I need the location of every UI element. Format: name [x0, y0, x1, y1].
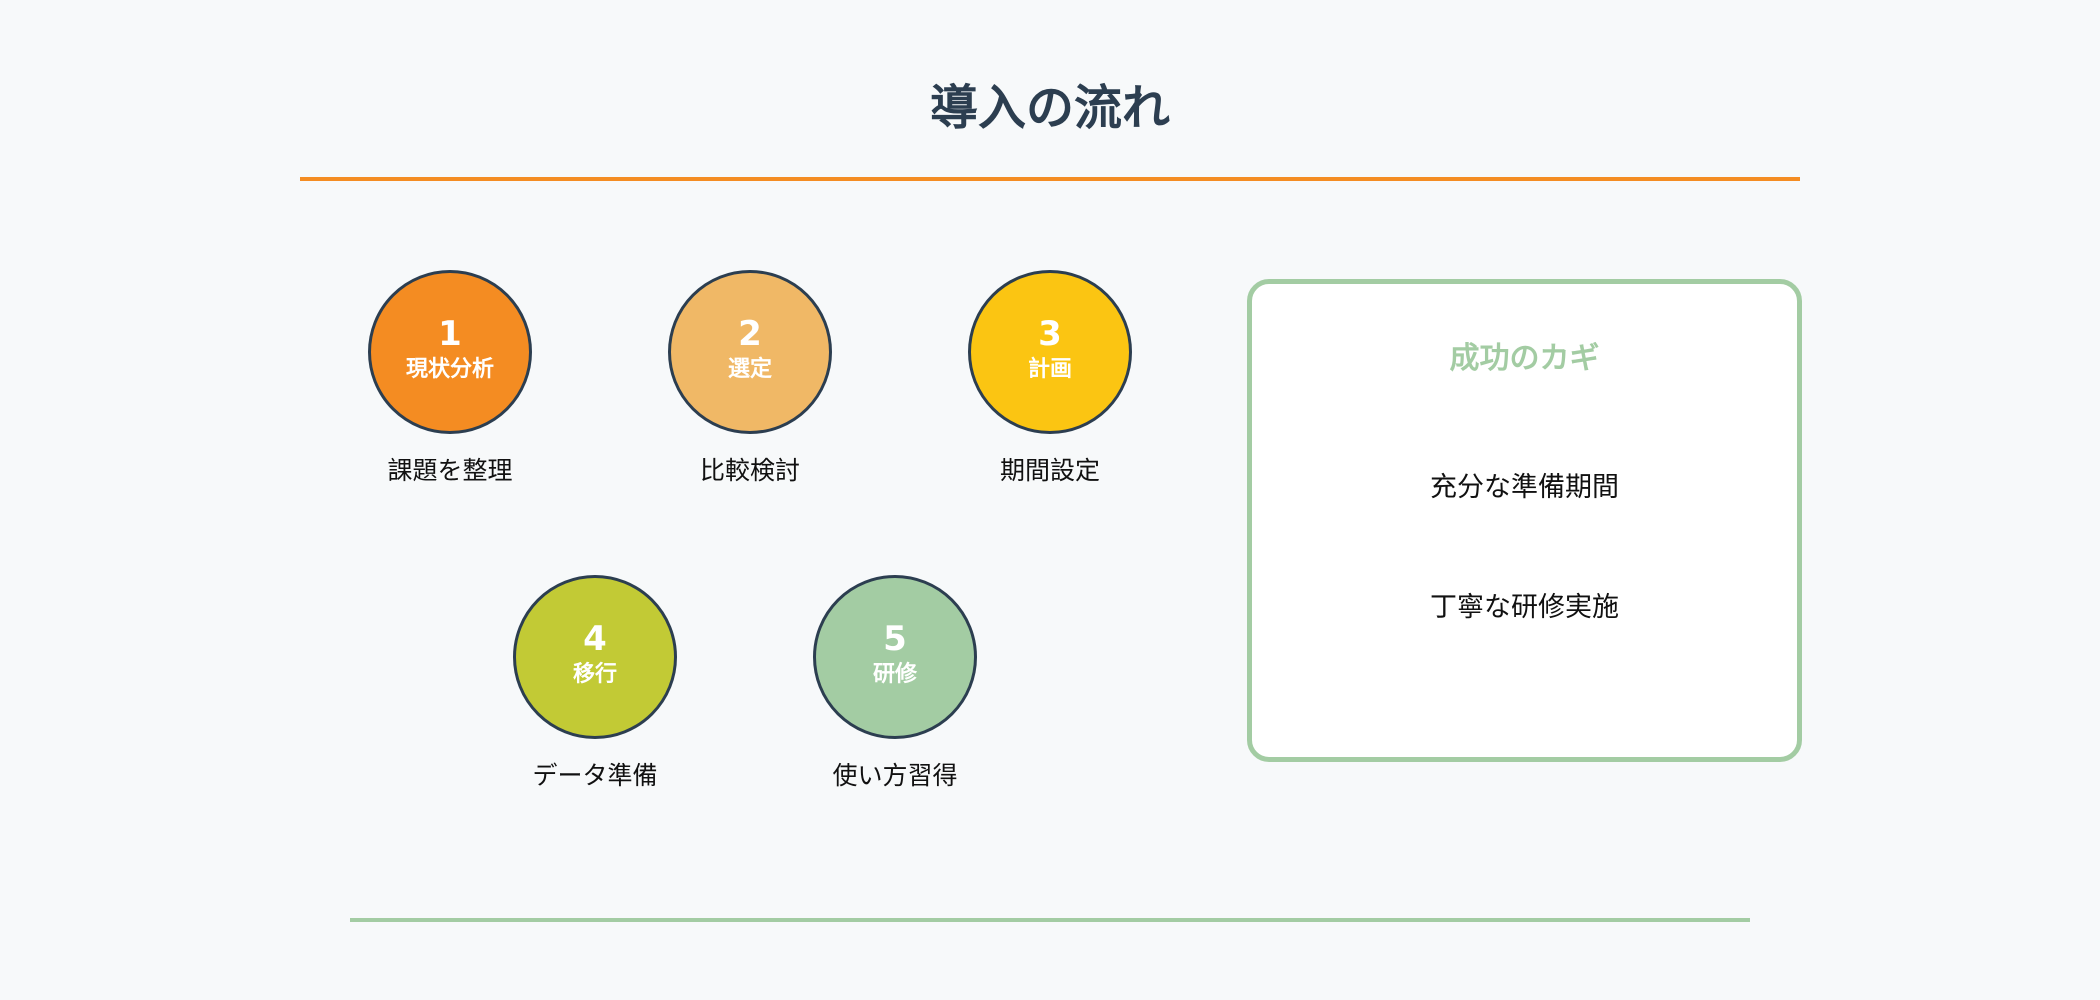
step-name: 計画	[1027, 357, 1072, 382]
step-circle: 4 移行	[513, 575, 677, 739]
step-circle: 5 研修	[813, 575, 977, 739]
step-5: 5 研修 使い方習得	[785, 575, 1005, 791]
key-point-item: 丁寧な研修実施	[1430, 592, 1619, 623]
step-3: 3 計画 期間設定	[940, 270, 1160, 486]
step-description: 使い方習得	[832, 761, 958, 790]
step-number: 5	[883, 619, 907, 659]
step-description: 比較検討	[699, 456, 800, 485]
key-points-card: 成功のカギ 充分な準備期間 丁寧な研修実施	[1247, 279, 1802, 762]
key-point-item: 充分な準備期間	[1430, 472, 1619, 503]
step-description: 課題を整理	[387, 456, 513, 485]
step-description: 期間設定	[999, 456, 1100, 485]
step-2: 2 選定 比較検討	[640, 270, 860, 486]
step-number: 2	[738, 314, 762, 354]
step-circle: 1 現状分析	[368, 270, 532, 434]
step-4: 4 移行 データ準備	[485, 575, 705, 791]
step-name: 研修	[872, 662, 917, 687]
title-divider	[300, 177, 1800, 181]
step-name: 選定	[727, 357, 772, 382]
step-number: 3	[1038, 314, 1062, 354]
step-1: 1 現状分析 課題を整理	[340, 270, 560, 486]
page-title: 導入の流れ	[929, 80, 1170, 136]
footer-divider	[350, 918, 1750, 922]
step-description: データ準備	[532, 761, 658, 790]
step-name: 現状分析	[405, 357, 494, 382]
step-name: 移行	[572, 662, 617, 687]
step-number: 1	[438, 314, 462, 354]
step-circle: 3 計画	[968, 270, 1132, 434]
step-circle: 2 選定	[668, 270, 832, 434]
key-points-title: 成功のカギ	[1449, 341, 1600, 376]
step-number: 4	[583, 619, 607, 659]
